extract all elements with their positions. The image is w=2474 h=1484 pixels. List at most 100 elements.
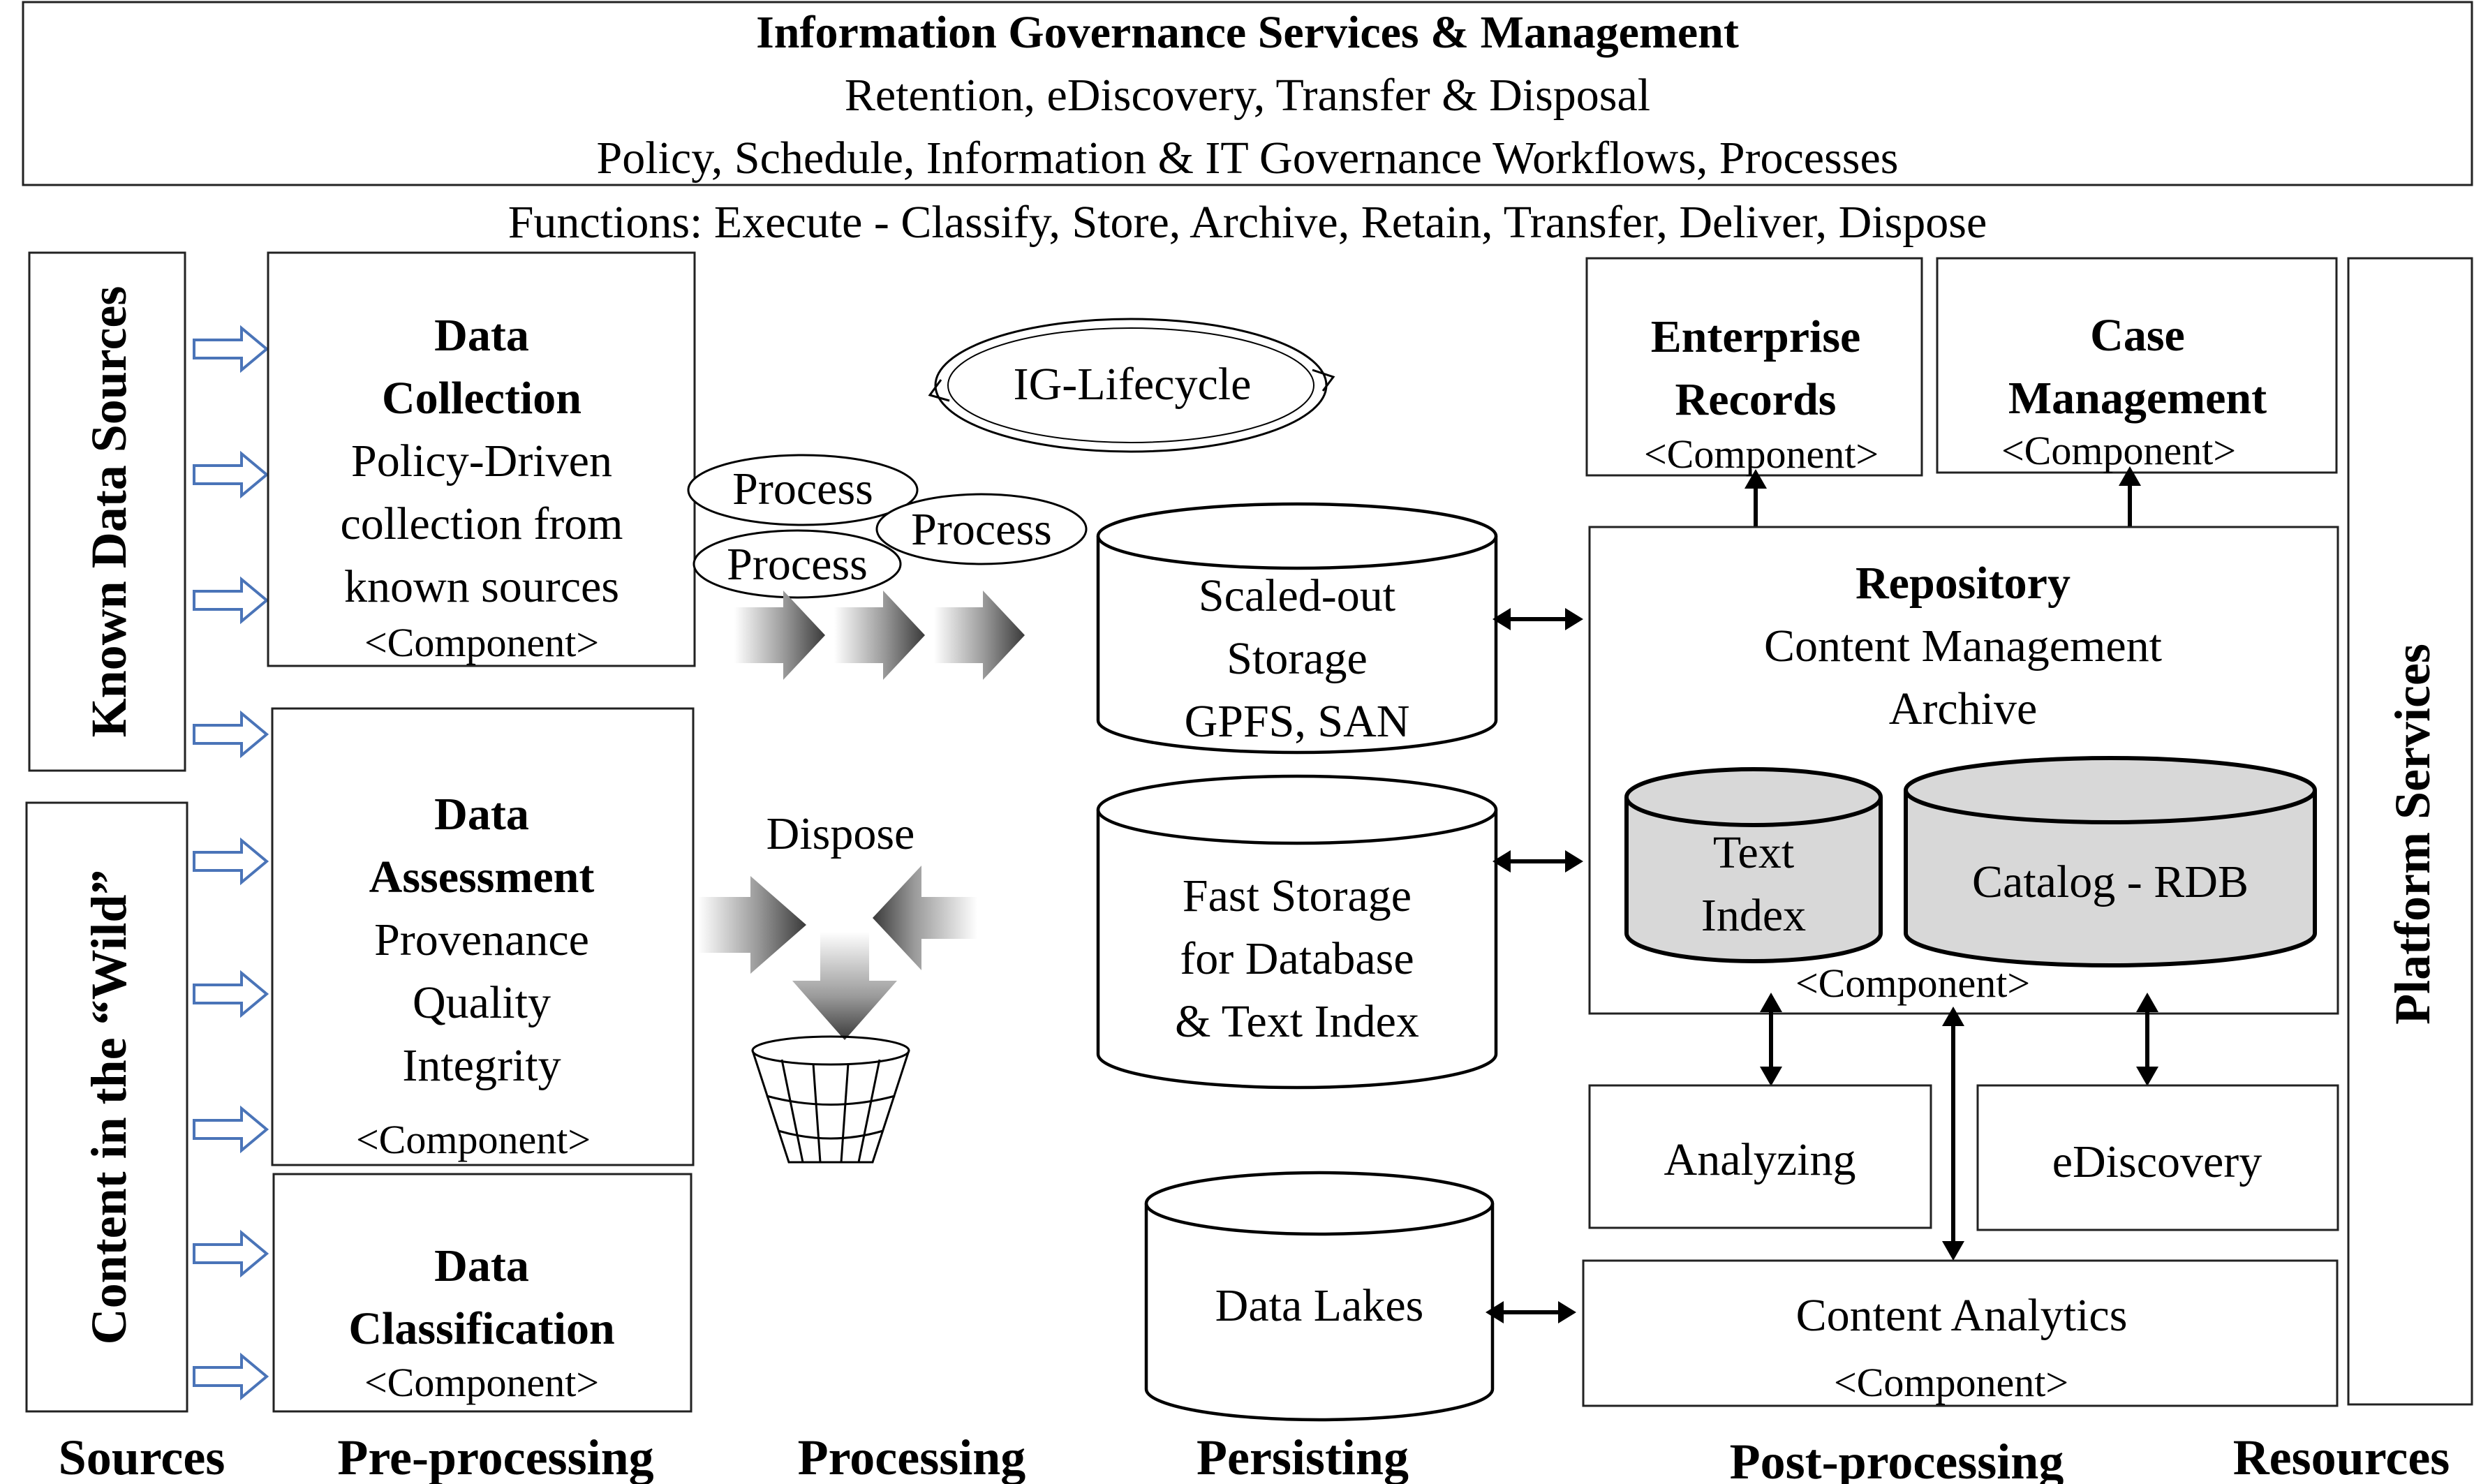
analyzing: Analyzing (1588, 1084, 1932, 1229)
data-collection-component: <Component> (364, 620, 599, 665)
repository-title: Repository (1856, 558, 2071, 609)
fast-storage-line-2: for Database (1180, 933, 1414, 984)
data-collection-line-2: collection from (340, 498, 623, 549)
data-collection-box (267, 251, 696, 667)
data-assessment: Data Assessment Provenance Quality Integ… (271, 707, 695, 1166)
scaled-storage-body (1096, 536, 1498, 755)
data-collection-title-1: Data (434, 310, 529, 361)
data-assessment-title-1: Data (434, 789, 529, 840)
data-classification-title-1: Data (434, 1240, 529, 1291)
catalog-rdb-cylinder: Catalog - RDB (1904, 756, 2317, 967)
data-collection-title-2: Collection (382, 373, 582, 424)
enterprise-records-box (1585, 257, 1923, 477)
analyzing-box (1588, 1084, 1932, 1229)
trash-bin-icon (751, 1035, 910, 1164)
lifecycle-arrow-head (928, 379, 950, 402)
dispose-arrow-down (792, 932, 897, 1040)
content-analytics: Content Analytics <Component> (1582, 1259, 2339, 1407)
catalog-rdb-label: Catalog - RDB (1972, 856, 2249, 907)
enterprise-records-component: <Component> (1644, 431, 1879, 477)
column-label-sources: Sources (59, 1430, 225, 1484)
input-arrow (193, 452, 268, 497)
text-index-line-2: Index (1701, 890, 1806, 941)
enterprise-records-title-1: Enterprise (1651, 311, 1861, 362)
wild-content-box (25, 801, 188, 1413)
enterprise-records: Enterprise Records <Component> (1585, 257, 1923, 477)
input-arrow (193, 712, 268, 757)
text-index-cylinder: Text Index (1624, 767, 1883, 963)
column-labels: Sources Pre-processing Processing Persis… (59, 1430, 2450, 1484)
input-arrow (193, 1107, 268, 1152)
ig-lifecycle: IG-Lifecycle (928, 318, 1335, 453)
dispose-arrow-right (698, 876, 806, 974)
process-label-1: Process (732, 463, 873, 514)
column-label-postprocessing: Post-processing (1730, 1434, 2064, 1484)
repo-analyzing-link (1760, 993, 1782, 1086)
process-label-2: Process (911, 504, 1052, 555)
text-index-body (1624, 797, 1883, 963)
data-classification-title-2: Classification (348, 1303, 614, 1354)
content-analytics-title: Content Analytics (1796, 1290, 2128, 1341)
dispose-arrow-left (873, 866, 977, 970)
analyzing-label: Analyzing (1664, 1134, 1856, 1185)
process-bubble (875, 493, 1088, 565)
data-collection-line-1: Policy-Driven (351, 436, 612, 487)
persisting-column: Scaled-out Storage GPFS, SAN Fast Storag… (1096, 502, 1583, 1422)
text-index-top (1624, 767, 1883, 827)
data-assessment-component: <Component> (356, 1117, 591, 1162)
input-arrow (193, 1231, 268, 1276)
process-bubbles: Process Process Process (687, 454, 1088, 599)
data-classification-component: <Component> (364, 1360, 599, 1405)
header-line-1: Retention, eDiscovery, Transfer & Dispos… (845, 70, 1650, 121)
processing-column: IG-Lifecycle Process Process Process Dis… (687, 318, 1335, 1164)
data-classification: Data Classification <Component> (272, 1173, 692, 1413)
scaled-storage-line-2: Storage (1227, 633, 1368, 684)
scaled-storage-link (1492, 608, 1583, 630)
ediscovery: eDiscovery (1976, 1084, 2339, 1231)
data-lakes-body (1144, 1203, 1495, 1422)
process-bubble (687, 454, 919, 526)
case-management-box (1936, 257, 2338, 474)
data-classification-box (272, 1173, 692, 1413)
enterprise-records-title-2: Records (1675, 374, 1837, 425)
fast-storage-line-1: Fast Storage (1183, 870, 1412, 921)
data-assessment-line-2: Quality (413, 977, 551, 1028)
input-arrow (193, 578, 268, 623)
data-lakes-top (1144, 1171, 1495, 1236)
functions-text: Functions: Execute - Classify, Store, Ar… (508, 197, 1987, 248)
column-label-persisting: Persisting (1197, 1430, 1409, 1484)
input-arrow (193, 839, 268, 884)
repository-line-1: Content Management (1764, 621, 2162, 671)
post-processing-column: Enterprise Records <Component> Case Mana… (1582, 257, 2339, 1407)
repo-ediscovery-link (2136, 993, 2158, 1086)
data-lakes-link (1486, 1301, 1576, 1323)
input-arrow (193, 327, 268, 371)
wild-content-label: Content in the “Wild” (81, 870, 137, 1345)
column-label-preprocessing: Pre-processing (337, 1430, 653, 1484)
platform-services: Platform Services (2347, 257, 2473, 1406)
sources-column: Known Data Sources Content in the “Wild” (25, 251, 188, 1413)
flow-arrow (734, 591, 825, 680)
process-label-3: Process (727, 539, 868, 590)
header-title: Information Governance Services & Manage… (756, 7, 1739, 58)
platform-services-box (2347, 257, 2473, 1406)
data-collection: Data Collection Policy-Driven collection… (267, 251, 696, 667)
input-arrow (193, 972, 268, 1016)
dispose-label: Dispose (766, 808, 915, 859)
content-analytics-component: <Component> (1834, 1360, 2068, 1405)
lifecycle-label: IG-Lifecycle (1014, 359, 1252, 410)
case-management-title-2: Management (2008, 373, 2267, 424)
process-bubble (692, 529, 902, 599)
content-analytics-box (1582, 1259, 2339, 1407)
scaled-storage-line-3: GPFS, SAN (1185, 696, 1410, 747)
platform-services-label: Platform Services (2385, 644, 2440, 1025)
data-lakes-cylinder: Data Lakes (1144, 1171, 1495, 1422)
header: Information Governance Services & Manage… (22, 1, 2473, 248)
lifecycle-arrow-head (1312, 369, 1335, 392)
case-management-component: <Component> (2001, 428, 2236, 473)
header-line-2: Policy, Schedule, Information & IT Gover… (597, 133, 1899, 184)
ediscovery-label: eDiscovery (2052, 1136, 2262, 1187)
fast-storage-top (1096, 774, 1498, 845)
data-assessment-line-3: Integrity (402, 1040, 561, 1091)
repository-line-2: Archive (1889, 683, 2038, 734)
